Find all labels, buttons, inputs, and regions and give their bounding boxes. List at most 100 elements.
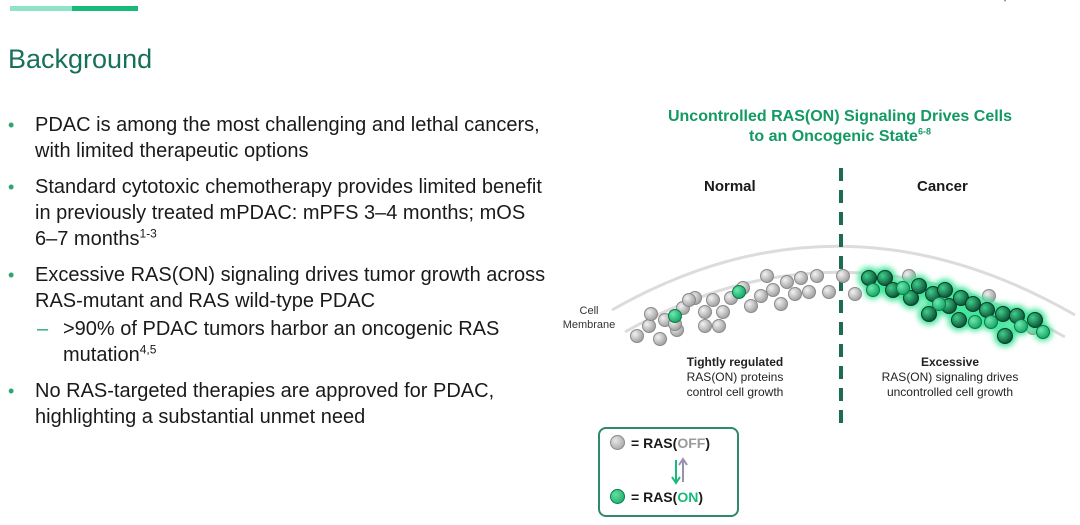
- ras-off-molecule: [766, 283, 780, 297]
- ras-on-molecule: [866, 283, 880, 297]
- ras-off-molecule: [653, 332, 667, 346]
- ras-off-molecule: [644, 307, 658, 321]
- ras-on-molecule: [732, 285, 746, 299]
- bullet-reference: 1-3: [139, 226, 157, 241]
- bullet-marker: •: [8, 115, 15, 135]
- normal-caption-heading: Tightly regulated: [686, 355, 784, 369]
- ras-on-sphere-icon: [610, 489, 625, 504]
- ras-on-molecule: [1014, 319, 1028, 333]
- sub-bullet-text: >90% of PDAC tumors harbor an oncogenic …: [63, 318, 500, 366]
- diagram-title-reference: 6-8: [917, 126, 931, 137]
- ras-off-molecule: [712, 319, 726, 333]
- normal-caption: Tightly regulated RAS(ON) proteins contr…: [645, 355, 825, 400]
- ras-off-molecule: [848, 287, 862, 301]
- diagram-title-line-2: to an Oncogenic State: [749, 128, 918, 145]
- bullet-marker: •: [8, 177, 15, 197]
- legend-equals: =: [631, 435, 640, 451]
- bullet-marker: •: [8, 265, 15, 285]
- sub-bullet-item: – >90% of PDAC tumors harbor an oncogeni…: [35, 316, 548, 368]
- ras-on-molecule: [951, 312, 967, 328]
- legend-on-text: ON: [677, 489, 699, 505]
- ras-on-molecule: [997, 328, 1013, 344]
- ras-on-molecule: [965, 296, 981, 312]
- cancer-caption-line-2: uncontrolled cell growth: [886, 385, 1014, 399]
- membrane-illustration: [611, 168, 1076, 430]
- ras-on-molecule: [896, 281, 910, 295]
- ras-off-molecule: [706, 293, 720, 307]
- bullet-text: PDAC is among the most challenging and l…: [35, 114, 540, 162]
- ras-off-molecule: [754, 289, 768, 303]
- legend-ras-off: = RAS(OFF): [610, 435, 710, 451]
- bullet-item: • No RAS-targeted therapies are approved…: [8, 378, 548, 430]
- bullet-marker: •: [8, 381, 15, 401]
- membrane-label-line-2: Membrane: [562, 319, 616, 331]
- bullet-list: • PDAC is among the most challenging and…: [8, 112, 548, 440]
- ras-off-molecule: [642, 319, 656, 333]
- company-logo-icon: [1000, 0, 1080, 4]
- ras-on-molecule: [1027, 312, 1043, 328]
- ras-on-molecule: [877, 270, 893, 286]
- legend-paren-close: ): [698, 489, 703, 505]
- sub-bullet-reference: 4,5: [139, 342, 157, 357]
- cancer-caption-heading: Excessive: [920, 355, 980, 369]
- legend-paren-open: (: [672, 435, 678, 451]
- ras-off-molecule: [630, 329, 644, 343]
- legend-ras-text: RAS: [643, 489, 673, 505]
- normal-caption-line-2: control cell growth: [686, 385, 784, 399]
- legend-paren-close: ): [705, 435, 710, 451]
- ras-signaling-diagram: Uncontrolled RAS(ON) Signaling Drives Ce…: [555, 100, 1080, 525]
- ras-on-molecule: [903, 290, 919, 306]
- bullet-item: • Standard cytotoxic chemotherapy provid…: [8, 174, 548, 252]
- ras-on-molecule: [937, 282, 953, 298]
- normal-caption-line-1: RAS(ON) proteins: [686, 370, 784, 384]
- ras-on-molecule: [921, 306, 937, 322]
- ras-off-molecule: [744, 299, 758, 313]
- ras-off-molecule: [760, 269, 774, 283]
- membrane-label-line-1: Cell: [579, 305, 599, 317]
- ras-off-molecule: [682, 293, 696, 307]
- ras-off-molecule: [810, 269, 824, 283]
- legend-ras-on: = RAS(ON): [610, 489, 703, 505]
- diagram-title-line-1: Uncontrolled RAS(ON) Signaling Drives Ce…: [667, 108, 1013, 125]
- bullet-item: • PDAC is among the most challenging and…: [8, 112, 548, 164]
- ras-off-molecule: [822, 285, 836, 299]
- cancer-caption-line-1: RAS(ON) signaling drives: [881, 370, 1019, 384]
- ras-off-molecule: [780, 275, 794, 289]
- ras-off-molecules: [630, 269, 1040, 346]
- ras-on-molecule: [911, 278, 927, 294]
- ras-off-molecule: [698, 305, 712, 319]
- ras-off-molecule: [802, 285, 816, 299]
- ras-on-molecule: [984, 315, 998, 329]
- ras-on-molecule: [995, 306, 1011, 322]
- ras-on-molecule: [668, 309, 682, 323]
- legend-equals: =: [631, 489, 640, 505]
- ras-on-molecule: [968, 315, 982, 329]
- cancer-caption: Excessive RAS(ON) signaling drives uncon…: [855, 355, 1045, 400]
- legend-box: = RAS(OFF) = RAS(ON): [598, 427, 739, 517]
- legend-ras-text: RAS: [643, 435, 673, 451]
- diagram-title: Uncontrolled RAS(ON) Signaling Drives Ce…: [615, 107, 1065, 147]
- accent-bar-dark: [72, 6, 138, 11]
- ras-on-molecule: [1036, 325, 1050, 339]
- ras-off-molecule: [788, 287, 802, 301]
- page-title: Background: [8, 44, 153, 75]
- ras-off-molecule: [794, 271, 808, 285]
- ras-off-sphere-icon: [610, 435, 625, 450]
- legend-paren-open: (: [672, 489, 678, 505]
- bullet-item: • Excessive RAS(ON) signaling drives tum…: [8, 262, 548, 368]
- cell-membrane-label: Cell Membrane: [558, 304, 620, 332]
- ras-off-molecule: [836, 269, 850, 283]
- cancer-label: Cancer: [917, 178, 968, 195]
- normal-label: Normal: [704, 178, 756, 195]
- ras-on-molecules: [668, 270, 1050, 344]
- equilibrium-arrows-icon: [671, 457, 688, 485]
- ras-on-molecule: [932, 297, 946, 311]
- accent-bar-light: [10, 6, 76, 11]
- ras-off-molecule: [716, 305, 730, 319]
- ras-off-molecule: [774, 297, 788, 311]
- bullet-text: No RAS-targeted therapies are approved f…: [35, 380, 495, 428]
- sub-bullet-marker: –: [37, 318, 49, 340]
- ras-off-molecule: [698, 319, 712, 333]
- bullet-text: Excessive RAS(ON) signaling drives tumor…: [35, 264, 546, 312]
- bullet-text: Standard cytotoxic chemotherapy provides…: [35, 176, 542, 250]
